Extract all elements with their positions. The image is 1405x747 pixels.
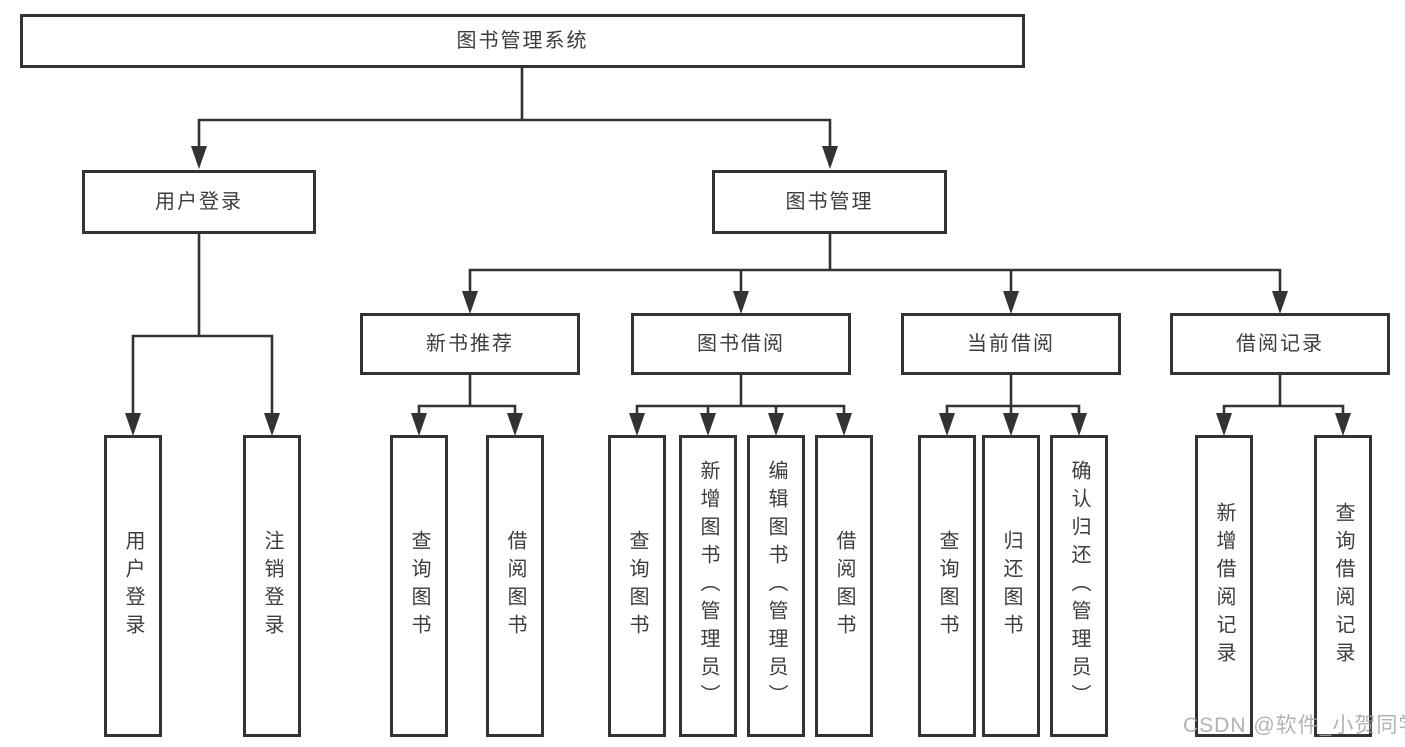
node-book-borrow: 图书借阅 xyxy=(631,313,851,375)
leaf-records-query-record: 查询借阅记录 xyxy=(1314,435,1372,737)
connector-recommend-to-leaves xyxy=(411,375,523,436)
leaf-current-return-books: 归还图书 xyxy=(982,435,1040,737)
arrow-down-icon xyxy=(1003,291,1019,314)
connector-current-borrow-to-leaves xyxy=(939,375,1087,436)
leaf-borrow-add-books-admin: 新增图书（管理员） xyxy=(679,435,737,737)
node-library-management-system: 图书管理系统 xyxy=(20,14,1025,68)
arrow-down-icon xyxy=(125,413,141,436)
arrow-down-icon xyxy=(1335,413,1351,436)
node-user-login: 用户登录 xyxy=(82,170,316,234)
arrow-down-icon xyxy=(700,413,716,436)
node-book-management: 图书管理 xyxy=(712,170,947,234)
leaf-current-confirm-return-admin: 确认归还（管理员） xyxy=(1050,435,1108,737)
connector-user-login-to-leaves xyxy=(125,234,280,436)
leaf-recommend-borrow-books: 借阅图书 xyxy=(486,435,544,737)
arrow-down-icon xyxy=(411,413,427,436)
connector-borrow-records-to-leaves xyxy=(1216,375,1351,436)
node-new-book-recommend: 新书推荐 xyxy=(360,313,580,375)
csdn-watermark: CSDN @软件_小贺同学 xyxy=(1183,714,1405,737)
leaf-logout: 注销登录 xyxy=(243,435,301,737)
arrow-down-icon xyxy=(1216,413,1232,436)
leaf-current-query-books: 查询图书 xyxy=(918,435,976,737)
arrow-down-icon xyxy=(629,413,645,436)
connector-book-borrow-to-leaves xyxy=(629,375,852,436)
arrow-down-icon xyxy=(733,291,749,314)
arrow-down-icon xyxy=(507,413,523,436)
arrow-down-icon xyxy=(822,146,838,169)
node-borrow-records: 借阅记录 xyxy=(1170,313,1390,375)
node-current-borrow: 当前借阅 xyxy=(901,313,1121,375)
arrow-down-icon xyxy=(264,413,280,436)
connector-root-to-level2 xyxy=(191,68,838,169)
leaf-borrow-borrow-books: 借阅图书 xyxy=(815,435,873,737)
connector-book-management-to-level3 xyxy=(462,234,1288,314)
arrow-down-icon xyxy=(836,413,852,436)
arrow-down-icon xyxy=(191,146,207,169)
arrow-down-icon xyxy=(1272,291,1288,314)
arrow-down-icon xyxy=(768,413,784,436)
leaf-borrow-edit-books-admin: 编辑图书（管理员） xyxy=(747,435,805,737)
leaf-records-add-record: 新增借阅记录 xyxy=(1195,435,1253,737)
leaf-recommend-query-books: 查询图书 xyxy=(390,435,448,737)
arrow-down-icon xyxy=(939,413,955,436)
arrow-down-icon xyxy=(1003,413,1019,436)
arrow-down-icon xyxy=(1071,413,1087,436)
leaf-user-login: 用户登录 xyxy=(104,435,162,737)
leaf-borrow-query-books: 查询图书 xyxy=(608,435,666,737)
arrow-down-icon xyxy=(462,291,478,314)
